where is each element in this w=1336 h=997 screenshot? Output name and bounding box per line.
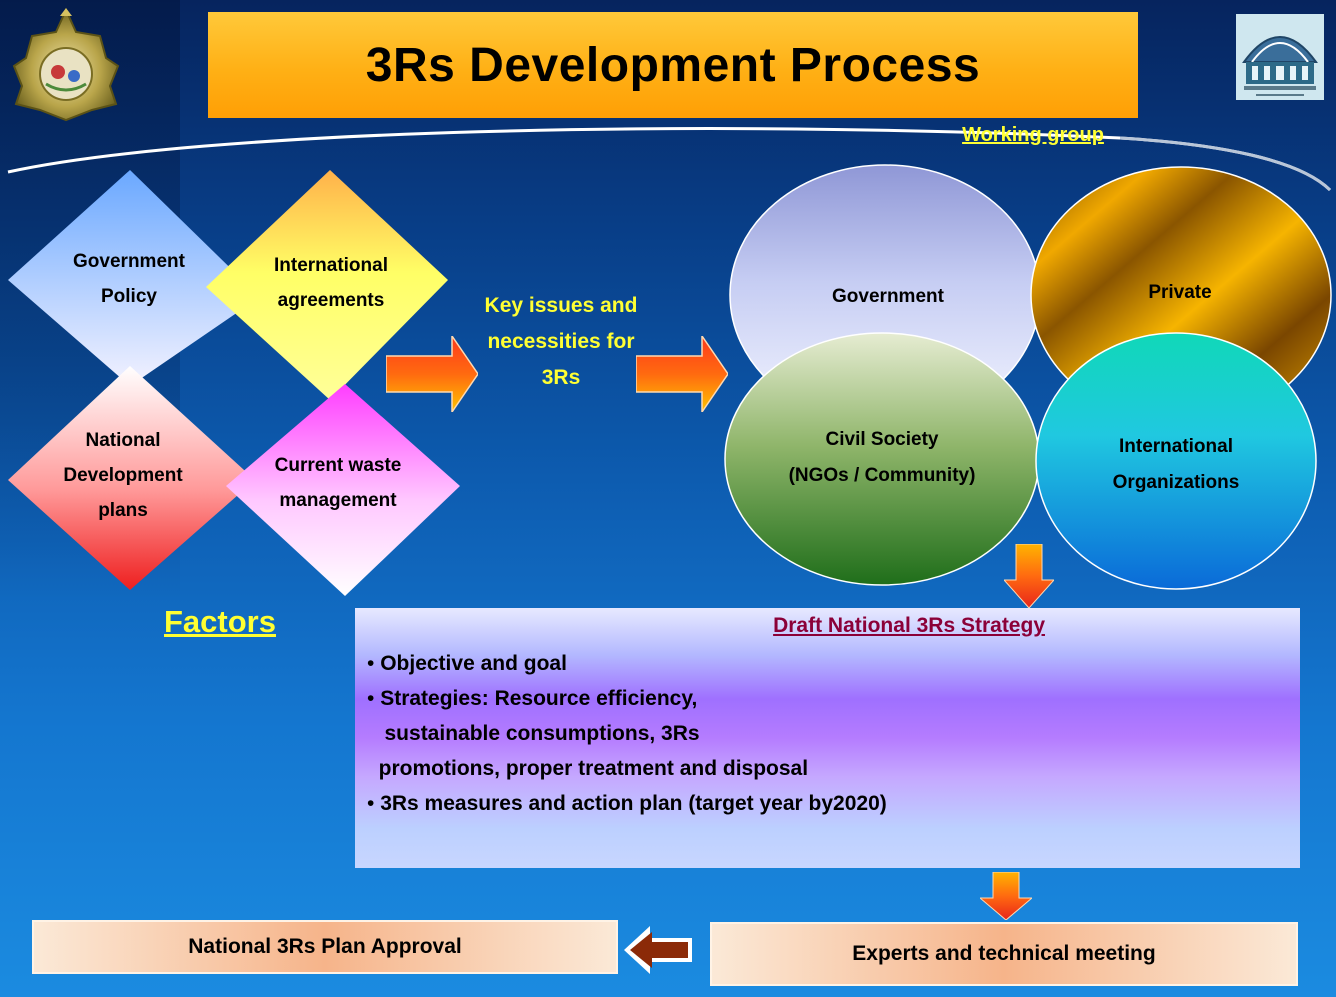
plan-approval-bar: National 3Rs Plan Approval [32, 920, 618, 974]
label-government: Government [832, 286, 944, 307]
diamond-international-agreements [206, 170, 448, 400]
factors-label: Factors [164, 604, 276, 639]
ellipse-international [1035, 332, 1317, 590]
draft-strategy-box: Draft National 3Rs Strategy • Objective … [355, 608, 1300, 868]
arrow-down-icon [1004, 544, 1054, 608]
bullet-line: • Strategies: Resource efficiency, [367, 687, 698, 710]
diamond-label-government-policy: Government Policy [73, 251, 185, 307]
diamond-waste-management [226, 384, 460, 596]
title-banner: 3Rs Development Process [208, 12, 1138, 118]
diamond-label-waste-management: Current waste management [274, 455, 402, 511]
bullet-line: • Objective and goal [367, 652, 567, 675]
diamond-government-policy [8, 170, 260, 386]
institution-logo [1236, 14, 1324, 100]
stakeholder-ellipses [724, 164, 1332, 590]
label-civil-society: Civil Society (NGOs / Community) [788, 429, 976, 486]
working-group-label: Working group [962, 124, 1104, 146]
diamond-label-international-agreements: International agreements [273, 255, 388, 311]
diamond-national-development [8, 366, 255, 590]
strategy-bullets: • Objective and goal • Strategies: Resou… [367, 646, 887, 821]
arrow-down-icon [980, 872, 1032, 920]
arrow-left-icon [624, 926, 692, 974]
decorative-curve [7, 127, 1332, 192]
page-title: 3Rs Development Process [365, 38, 981, 92]
bullet-line: promotions, proper treatment and disposa… [367, 757, 809, 780]
experts-meeting-label: Experts and technical meeting [852, 942, 1156, 965]
bullet-line: sustainable consumptions, 3Rs [367, 722, 700, 745]
diamond-label-national-development: National Development plans [63, 430, 183, 521]
arrow-right-icon [636, 336, 728, 412]
label-international-organizations: International Organizations [1112, 436, 1240, 493]
arrow-right-icon [386, 336, 478, 412]
draft-strategy-title: Draft National 3Rs Strategy [773, 614, 1045, 637]
bullet-line: • 3Rs measures and action plan (target y… [367, 792, 887, 815]
factor-diamonds [8, 170, 460, 596]
label-private: Private [1148, 282, 1212, 303]
plan-approval-label: National 3Rs Plan Approval [188, 935, 462, 958]
ministry-seal-logo [12, 7, 120, 122]
experts-meeting-bar: Experts and technical meeting [710, 922, 1298, 986]
key-issues-label: Key issues and necessities for 3Rs [484, 294, 638, 389]
